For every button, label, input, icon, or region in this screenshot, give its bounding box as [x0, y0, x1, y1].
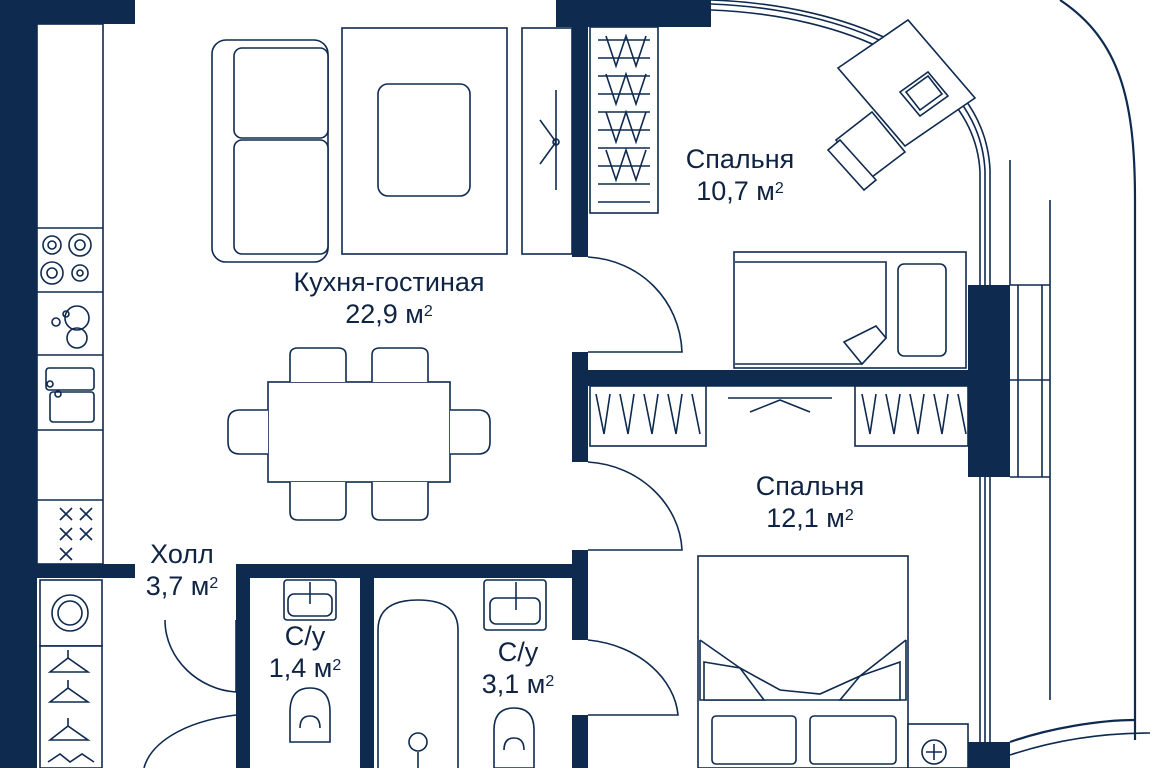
bathtub-icon [377, 599, 459, 768]
room-label-bath-2: С/у 3,1 м2 [460, 636, 576, 700]
single-bed-icon [733, 251, 967, 369]
dining-chair-icon [227, 347, 491, 521]
laptop-icon [898, 70, 950, 118]
room-area: 3,1 м2 [481, 669, 555, 699]
room-label-hall: Холл 3,7 м2 [122, 538, 242, 602]
desk-icon [836, 18, 977, 148]
door-icon [587, 256, 683, 551]
toilet-icon [289, 687, 535, 768]
armchair-icon [341, 27, 508, 255]
kitchen-counter [36, 23, 104, 565]
chair-icon [826, 110, 907, 192]
room-area: 22,9 м2 [345, 299, 433, 329]
washing-machine-icon [39, 579, 103, 647]
wardrobe-icon [589, 385, 969, 447]
double-bed-icon [697, 555, 909, 768]
room-area: 10,7 м2 [696, 176, 784, 206]
sofa-icon [211, 39, 329, 263]
room-name: Холл [150, 539, 214, 569]
room-label-bedroom-1: Спальня 10,7 м2 [650, 143, 830, 207]
wardrobe-icon [589, 26, 659, 214]
room-area: 12,1 м2 [766, 503, 854, 533]
room-area: 3,7 м2 [145, 571, 219, 601]
room-label-bath-1: С/у 1,4 м2 [250, 620, 360, 684]
room-label-bedroom-2: Спальня 12,1 м2 [720, 470, 900, 534]
room-name: С/у [284, 621, 326, 651]
hanger-icon [39, 645, 103, 768]
walls [0, 0, 1010, 768]
room-label-living: Кухня-гостиная 22,9 м2 [249, 266, 529, 330]
room-area: 1,4 м2 [268, 653, 342, 683]
dining-table-icon [267, 381, 451, 483]
door-icon [587, 639, 679, 716]
room-name: Кухня-гостиная [293, 267, 485, 297]
room-name: Спальня [685, 144, 795, 174]
tv-stand-icon [706, 385, 855, 413]
washbasin-icon [283, 579, 547, 631]
sink-icon [45, 305, 95, 423]
door-icon [143, 619, 237, 768]
stove-icon [40, 233, 92, 285]
tv-stand-icon [521, 27, 573, 255]
stove-icon [59, 507, 93, 561]
room-name: С/у [497, 637, 539, 667]
room-name: Спальня [755, 471, 865, 501]
washbasin-icon [907, 723, 969, 768]
